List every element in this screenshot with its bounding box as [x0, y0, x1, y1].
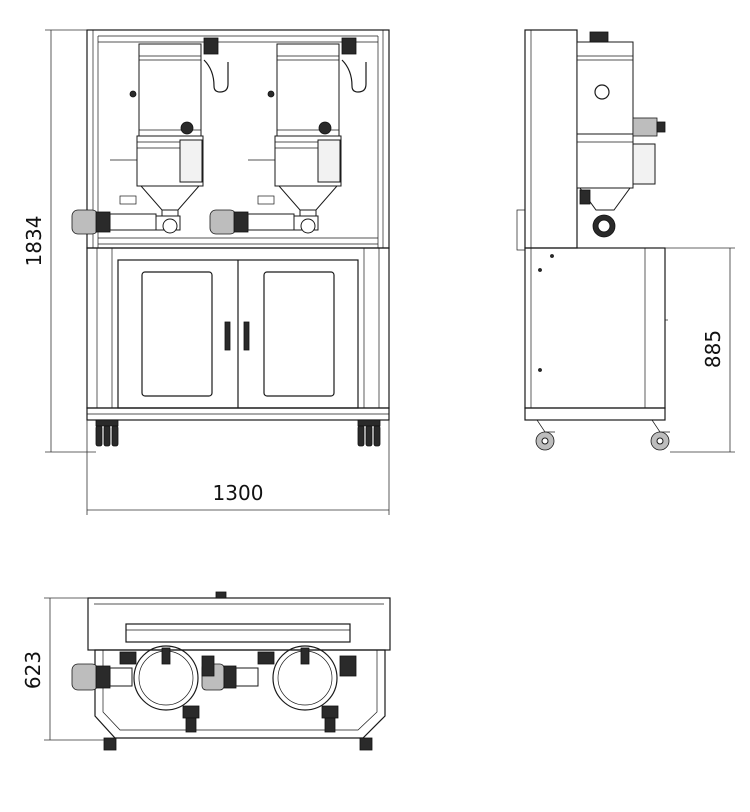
motor-top-right: [201, 651, 357, 691]
dimension-depth: 623: [21, 597, 104, 741]
hopper-right: [248, 37, 367, 221]
dimension-width: 1300: [86, 420, 390, 515]
dimension-width-label: 1300: [213, 481, 264, 505]
front-view: 1834 1300: [22, 29, 390, 515]
caster-side-right: [650, 419, 670, 451]
hopper-left: [110, 37, 229, 221]
hopper-top-right: [272, 645, 339, 733]
dimension-lower-height-label: 885: [701, 330, 725, 368]
caster-front-right: [357, 419, 381, 447]
dimension-height: 1834: [22, 29, 96, 453]
cabinet: [86, 247, 390, 421]
top-view: 623: [21, 591, 391, 751]
side-view: 885: [516, 29, 735, 453]
motor-left: [71, 209, 181, 235]
motor-top-left: [71, 651, 137, 691]
dimension-lower-height: 885: [665, 247, 735, 453]
hopper-top-left: [133, 645, 200, 733]
dimension-depth-label: 623: [21, 651, 45, 689]
dimension-height-label: 1834: [22, 216, 46, 267]
caster-side-left: [535, 419, 555, 451]
caster-front-left: [95, 419, 119, 447]
motor-right: [209, 209, 319, 235]
